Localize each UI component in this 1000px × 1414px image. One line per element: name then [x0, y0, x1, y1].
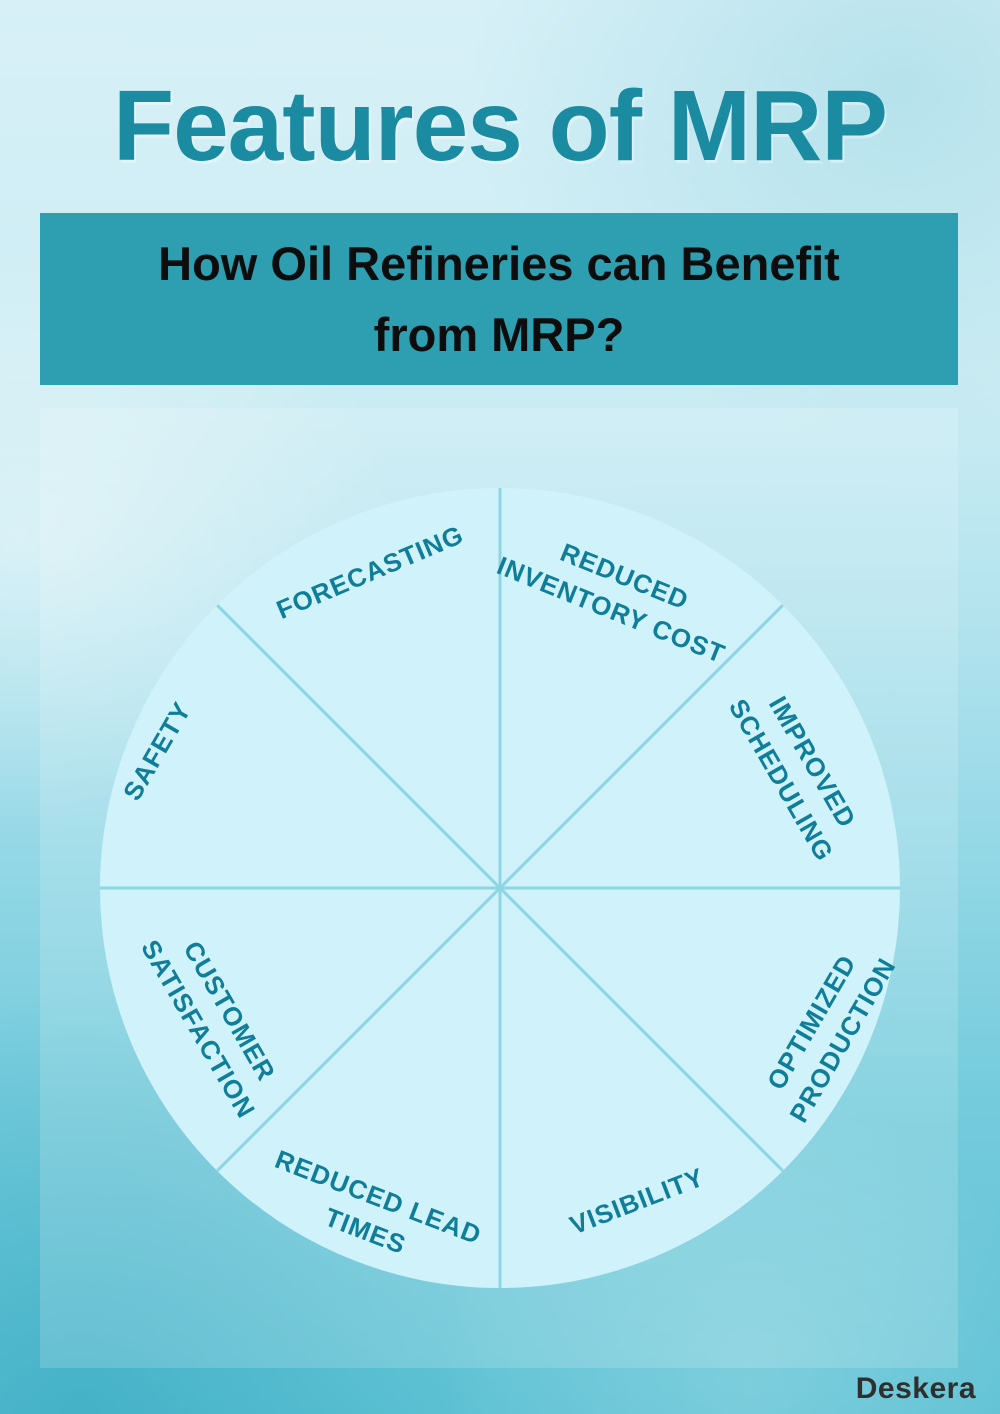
- benefits-wheel-diagram: FORECASTING REDUCED INVENTORY COST IMPRO…: [100, 488, 902, 1288]
- page-title: Features of MRP: [112, 70, 888, 182]
- subtitle-banner: How Oil Refineries can Benefit from MRP?: [40, 213, 958, 385]
- wheel-spokes-icon: [100, 488, 900, 1288]
- deskera-logo: Deskera: [855, 1372, 976, 1405]
- subtitle-line-2: from MRP?: [373, 308, 625, 361]
- subtitle-line-1: How Oil Refineries can Benefit: [158, 237, 840, 290]
